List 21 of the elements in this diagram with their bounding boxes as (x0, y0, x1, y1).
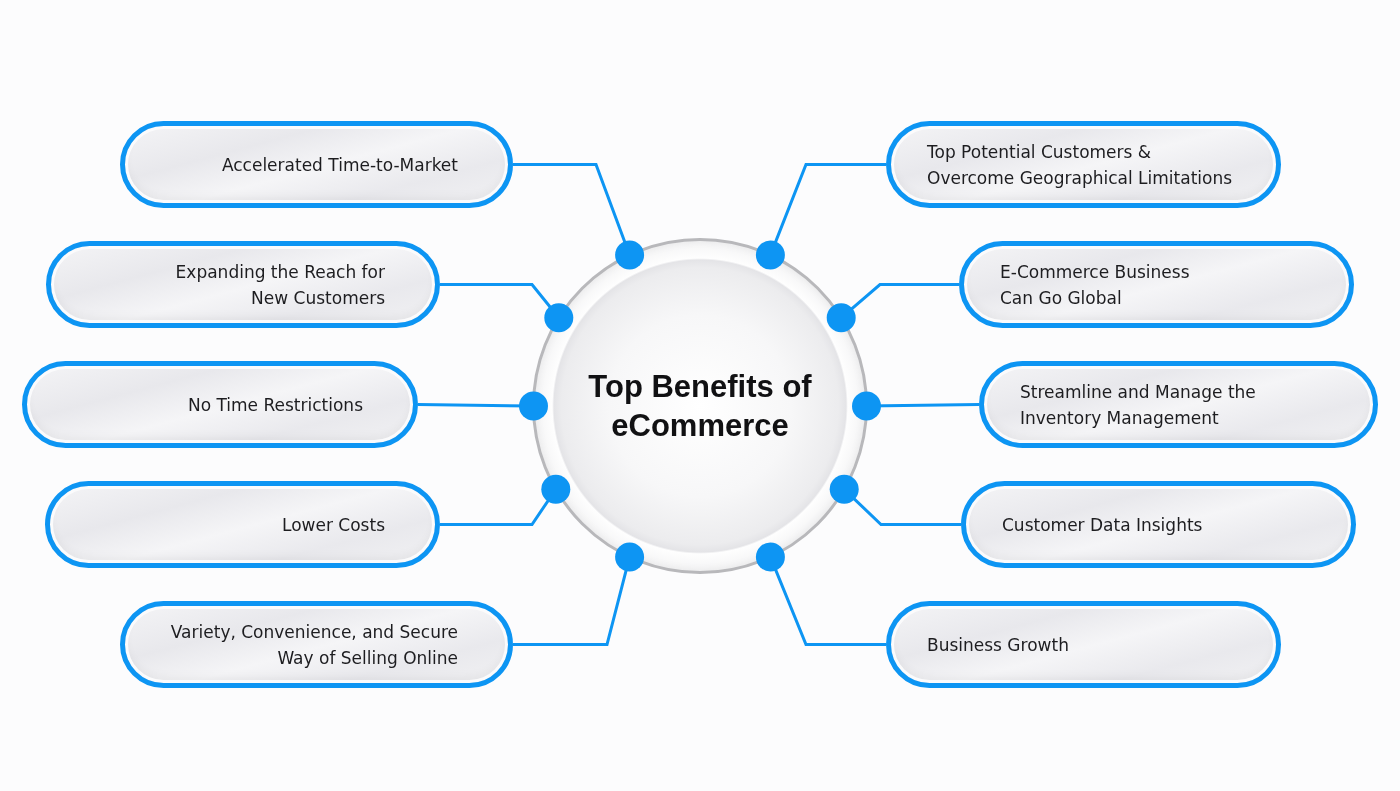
hub-title: Top Benefits of eCommerce (587, 368, 813, 445)
benefit-text: E-Commerce Business Can Go Global (1000, 260, 1191, 310)
benefit-text: Business Growth (927, 633, 1069, 657)
benefit-text: Streamline and Manage the Inventory Management (1020, 380, 1257, 430)
connector-line (440, 283, 574, 333)
connector-line (826, 283, 959, 333)
connector-line (852, 391, 980, 421)
connector-line (440, 474, 571, 526)
connector-line (755, 542, 886, 646)
connector-line (755, 163, 886, 270)
connector-line (513, 542, 645, 646)
connector-line (513, 163, 645, 270)
benefit-text: Accelerated Time-to-Market (221, 153, 458, 177)
benefit-text: Top Potential Customers & Overcome Geographical Limitations (927, 140, 1234, 190)
benefit-text: Variety, Convenience, and Secure Way of Selling Online (169, 620, 458, 670)
benefit-text: No Time Restrictions (187, 393, 363, 417)
benefit-text: Customer Data Insights (1002, 513, 1203, 537)
benefit-text: Expanding the Reach for New Customers (174, 260, 385, 310)
connector-line (417, 391, 548, 421)
benefit-text: Lower Costs (282, 513, 385, 537)
connector-line (829, 474, 961, 526)
